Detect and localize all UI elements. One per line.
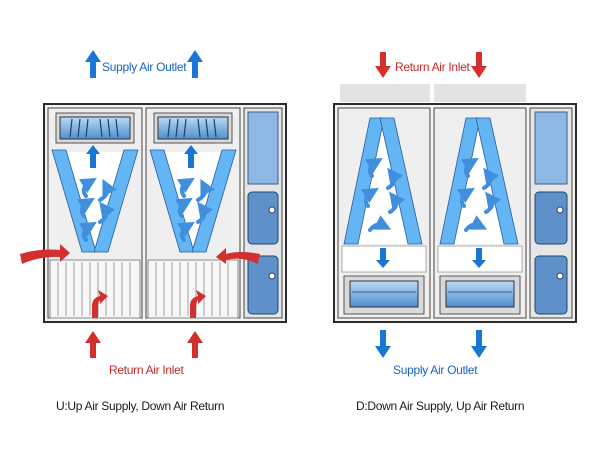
compressor <box>534 255 568 315</box>
supply-outlet-arrow <box>85 50 101 78</box>
caption-d: D:Down Air Supply, Up Air Return <box>356 399 525 413</box>
compressor <box>247 191 279 245</box>
return-inlet-arrow <box>375 52 391 78</box>
module-u-2 <box>145 107 241 319</box>
swirl-arrows <box>77 177 215 242</box>
supply-air-outlet-label-d: Supply Air Outlet <box>393 363 478 377</box>
coil-left <box>439 117 481 245</box>
fan-unit <box>445 280 515 308</box>
supply-outlet-arrow <box>471 330 487 358</box>
return-inlet-arrow <box>471 52 487 78</box>
return-air-inlet-label-u: Return Air Inlet <box>109 363 184 377</box>
coil-left <box>343 117 385 245</box>
supply-outlet-arrow <box>375 330 391 358</box>
unit-u <box>20 50 287 358</box>
side-return-arrow <box>216 248 260 264</box>
compressor <box>247 255 279 315</box>
fan-unit <box>59 116 131 140</box>
supply-outlet-arrow <box>187 50 203 78</box>
fan-unit <box>157 116 229 140</box>
caption-u: U:Up Air Supply, Down Air Return <box>56 399 225 413</box>
swirl-arrows <box>361 157 502 232</box>
supply-flow-arrow <box>86 145 100 168</box>
module-d-1 <box>337 107 431 319</box>
module-u-1 <box>47 107 143 319</box>
module-d-2 <box>433 107 527 319</box>
supply-flow-arrow <box>376 248 390 268</box>
return-plenum <box>434 84 526 102</box>
return-inlet-arrow <box>187 331 203 358</box>
supply-air-outlet-label-u: Supply Air Outlet <box>102 60 187 74</box>
supply-flow-arrow <box>184 145 198 168</box>
supply-flow-arrow <box>472 248 486 268</box>
return-flow-arrow <box>92 290 108 318</box>
return-inlet-arrow <box>85 331 101 358</box>
return-plenum <box>340 84 430 102</box>
fan-unit <box>349 280 419 308</box>
unit-d <box>333 52 577 358</box>
return-air-inlet-label-d: Return Air Inlet <box>395 60 470 74</box>
return-flow-arrow <box>190 290 206 318</box>
compressor <box>534 191 568 245</box>
side-panel-d <box>529 107 573 319</box>
side-return-arrow <box>20 244 70 264</box>
side-panel-u <box>243 107 283 319</box>
